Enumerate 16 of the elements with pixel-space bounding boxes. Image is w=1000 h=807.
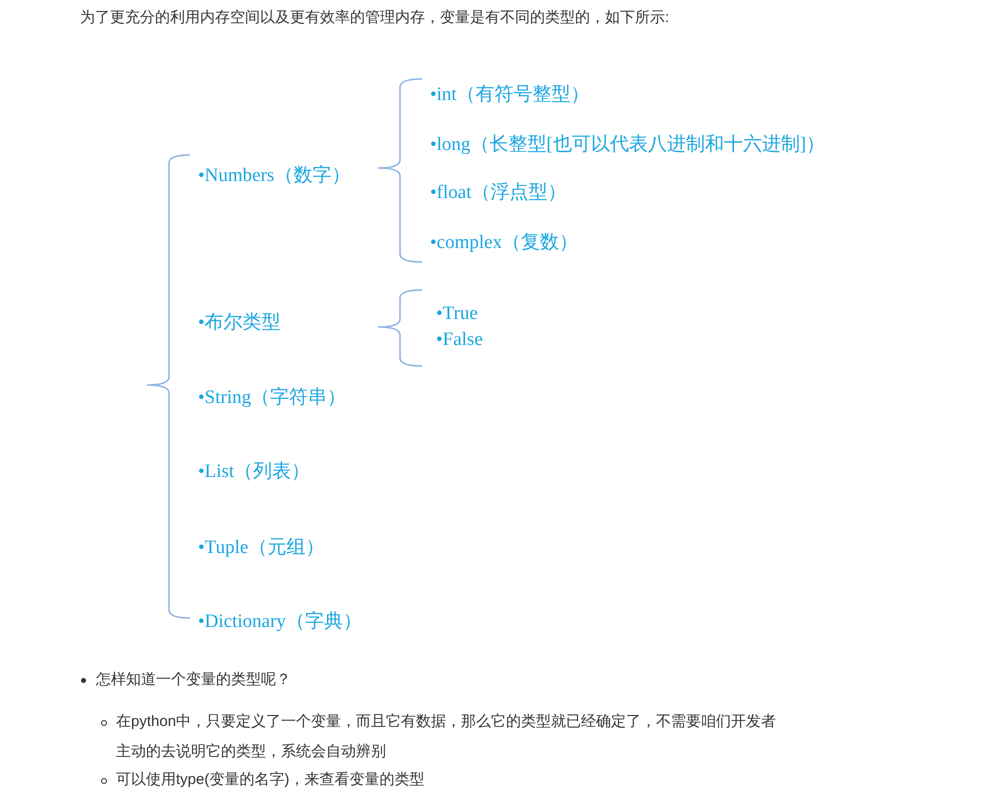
- paragraph-text: 为了更充分的利用内存空间以及更有效率的管理内存，变量是有不同的类型的，如下所示:: [80, 8, 670, 28]
- paragraph-text: 怎样知道一个变量的类型呢？: [96, 670, 291, 690]
- type-name-text: •long（长整型[也可以代表八进制和十六进制]）: [430, 133, 826, 157]
- type-name-text: •Dictionary（字典）: [198, 610, 362, 634]
- type-name-text: •complex（复数）: [430, 231, 578, 255]
- type-name-text: •int（有符号整型）: [430, 83, 590, 107]
- type-name-text: •True: [436, 302, 478, 326]
- type-name-text: •Numbers（数字）: [198, 164, 350, 188]
- type-name-text: •String（字符串）: [198, 386, 346, 410]
- type-name-text: •List（列表）: [198, 460, 310, 484]
- type-name-text: •False: [436, 328, 483, 352]
- type-name-text: •Tuple（元组）: [198, 536, 324, 560]
- type-name-text: •布尔类型: [198, 311, 281, 335]
- paragraph-text: 可以使用type(变量的名字)，来查看变量的类型: [116, 770, 424, 790]
- paragraph-text: 在python中，只要定义了一个变量，而且它有数据，那么它的类型就已经确定了，不需要咱们开发者主动的去说明它的类型，系统会自动辨别: [116, 712, 778, 762]
- type-name-text: •float（浮点型）: [430, 181, 566, 205]
